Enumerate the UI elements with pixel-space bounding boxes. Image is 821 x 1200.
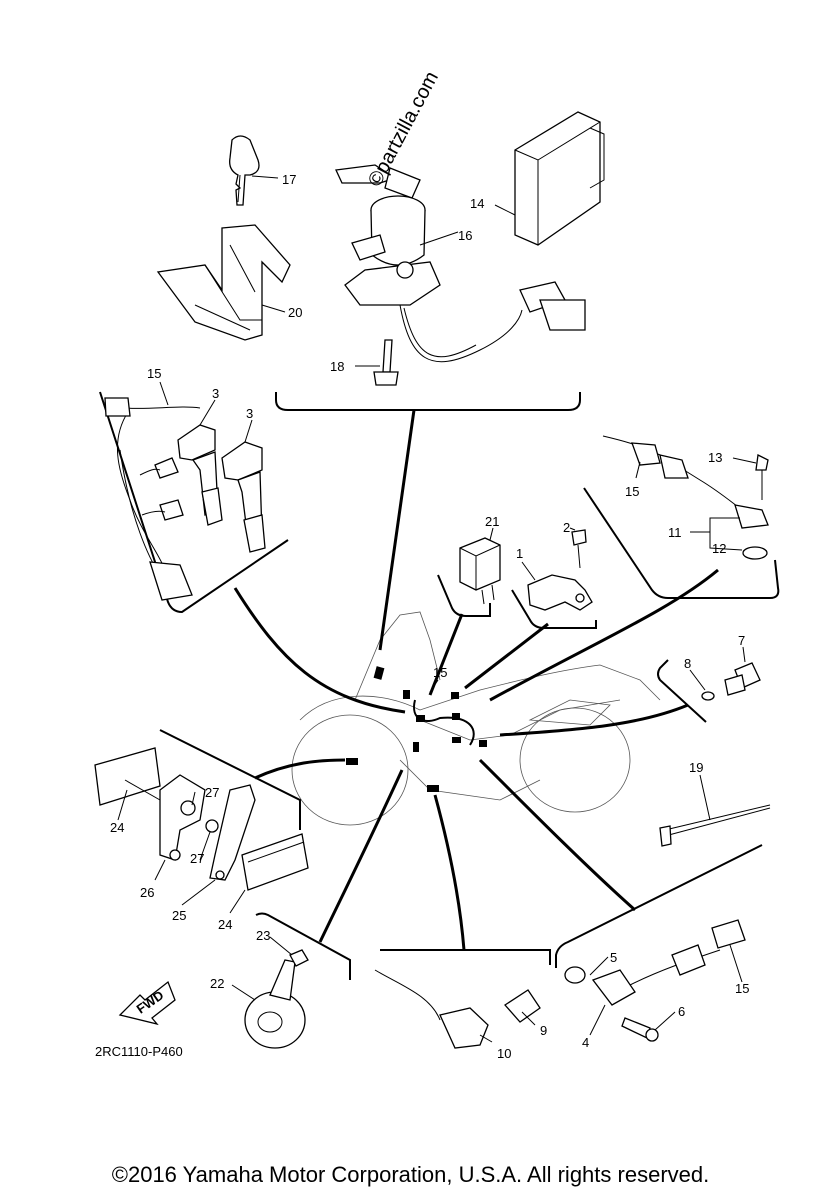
oring-5 (564, 966, 586, 984)
reflector-24a (94, 747, 161, 806)
callout-3-b: 3 (246, 406, 253, 421)
callout-21: 21 (485, 514, 499, 529)
group-brackets (99, 391, 780, 980)
callout-8: 8 (684, 656, 691, 671)
callout-16: 16 (458, 228, 472, 243)
stay-26 (159, 774, 206, 861)
ignition-coil-3b (221, 441, 266, 553)
switch-10 (374, 969, 489, 1049)
stay-25 (209, 784, 256, 881)
relay-21 (459, 537, 501, 605)
callout-25: 25 (172, 908, 186, 923)
callout-14: 14 (470, 196, 484, 211)
callout-13: 13 (708, 450, 722, 465)
callout-4: 4 (582, 1035, 589, 1050)
bolt-18 (373, 339, 399, 386)
callout-27-b: 27 (190, 851, 204, 866)
switch-9 (504, 989, 541, 1023)
callout-10: 10 (497, 1046, 511, 1061)
callout-15-right: 15 (625, 484, 639, 499)
motorcycle-outline (291, 611, 661, 826)
sensor-1 (527, 574, 593, 611)
callout-3-a: 3 (212, 386, 219, 401)
callout-22: 22 (210, 976, 224, 991)
callout-7: 7 (738, 633, 745, 648)
gasket-8 (701, 691, 715, 701)
harness-15-left (104, 397, 201, 601)
callout-20: 20 (288, 305, 302, 320)
callout-1: 1 (516, 546, 523, 561)
callout-18: 18 (330, 359, 344, 374)
callout-9: 9 (540, 1023, 547, 1038)
nut-27a (180, 800, 196, 816)
callout-23: 23 (256, 928, 270, 943)
callout-26: 26 (140, 885, 154, 900)
callout-6: 6 (678, 1004, 685, 1019)
callout-labels: 17 14 16 20 18 15 3 3 13 15 11 12 21 2 1… (95, 172, 749, 1061)
ecu-14 (514, 111, 605, 246)
callout-2: 2 (563, 520, 570, 535)
callout-15-center: 15 (433, 665, 447, 680)
cable-tie-19 (659, 804, 771, 847)
bracket-20 (156, 224, 291, 341)
callout-15-bottom: 15 (735, 981, 749, 996)
copyright-notice: ©2016 Yamaha Motor Corporation, U.S.A. A… (111, 1162, 710, 1187)
main-switch-16 (335, 164, 586, 363)
fwd-arrow (118, 980, 176, 1026)
connector-lines (233, 409, 719, 951)
sensor-7 (724, 662, 761, 696)
callout-5: 5 (610, 950, 617, 965)
reflector-24b (241, 833, 309, 891)
callout-24-b: 24 (218, 917, 232, 932)
callout-19: 19 (689, 760, 703, 775)
nut-27b (205, 819, 219, 833)
bolt-6 (621, 1017, 659, 1042)
callout-27-a: 27 (205, 785, 219, 800)
callout-12: 12 (712, 541, 726, 556)
sensor-4 (591, 919, 746, 1006)
callout-17: 17 (282, 172, 296, 187)
diagram-code: 2RC1110-P460 (95, 1044, 183, 1059)
callout-15-left: 15 (147, 366, 161, 381)
horn-22 (244, 959, 306, 1049)
ignition-coil-3a (177, 424, 223, 526)
callout-11: 11 (668, 525, 682, 540)
key-17 (229, 135, 260, 206)
leader-lines (117, 175, 757, 1043)
harness-markers (346, 666, 487, 792)
nut-23 (289, 949, 309, 967)
callout-24-a: 24 (110, 820, 124, 835)
sensor-11-assembly (602, 435, 769, 560)
bolt-2 (571, 529, 587, 569)
